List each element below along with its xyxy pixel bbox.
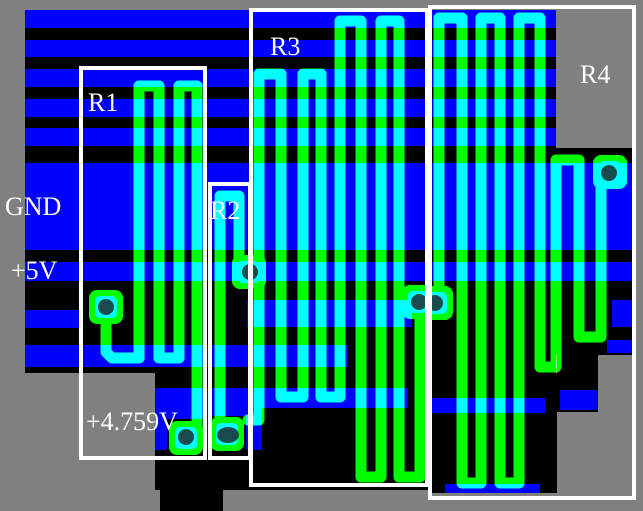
region-outlines[interactable] bbox=[79, 5, 636, 500]
r1-trace[interactable] bbox=[100, 80, 203, 440]
r1-outline[interactable] bbox=[79, 66, 207, 460]
resistor-label-r2[interactable]: R2 bbox=[210, 196, 241, 225]
resistor-label-r4[interactable]: R4 bbox=[580, 60, 611, 89]
r4-trace[interactable] bbox=[431, 12, 615, 489]
r3-outline[interactable] bbox=[249, 8, 429, 487]
r3-trace[interactable] bbox=[242, 15, 426, 483]
via-icon[interactable] bbox=[178, 429, 194, 445]
via-icon[interactable] bbox=[411, 294, 427, 310]
via-icon[interactable] bbox=[217, 427, 239, 443]
via-icon[interactable] bbox=[98, 299, 114, 315]
net-label-vout[interactable]: +4.759V bbox=[86, 407, 178, 436]
net-label-gnd[interactable]: GND bbox=[5, 192, 62, 221]
via-icon[interactable] bbox=[601, 165, 617, 181]
top-copper-layer[interactable] bbox=[89, 12, 627, 489]
resistor-label-r1[interactable]: R1 bbox=[88, 88, 119, 117]
r4-outline[interactable] bbox=[428, 5, 636, 500]
resistor-label-r3[interactable]: R3 bbox=[270, 32, 301, 61]
gnd-plane bbox=[25, 163, 633, 250]
net-label-plus5v[interactable]: +5V bbox=[11, 256, 58, 285]
